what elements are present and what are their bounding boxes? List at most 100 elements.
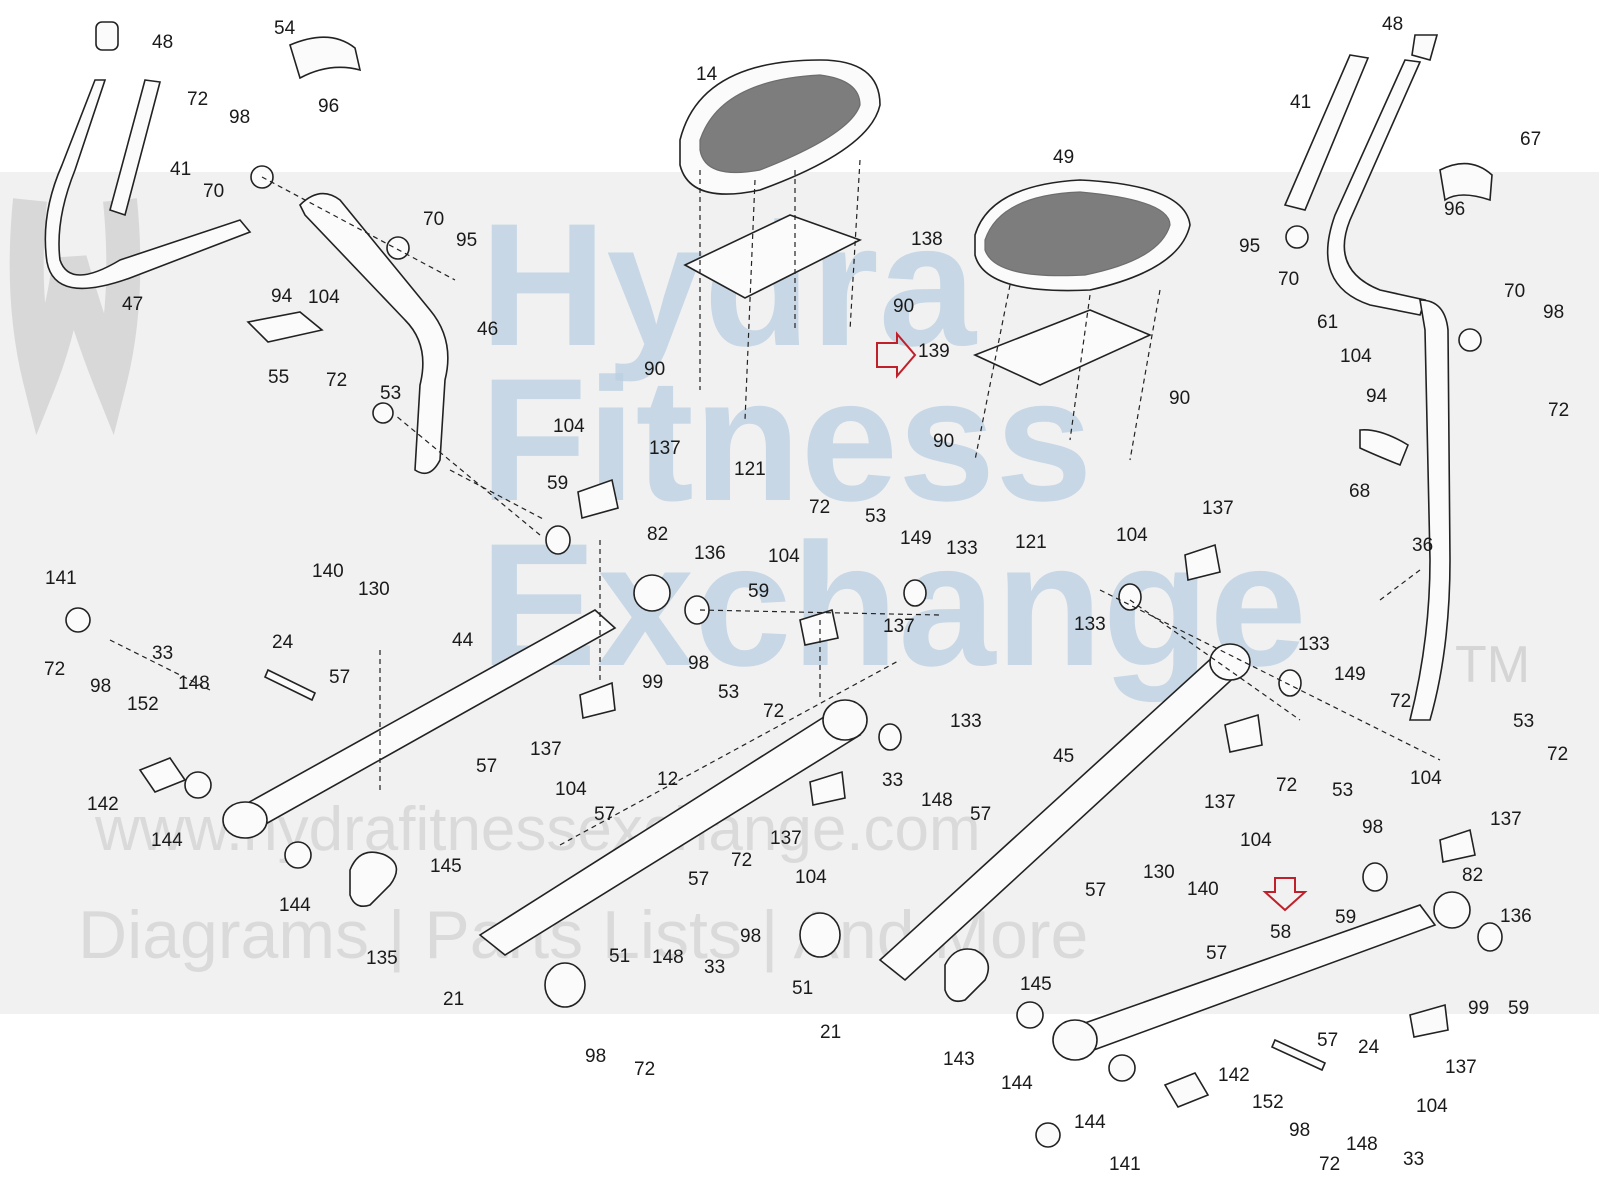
watermark-line-3: Exchange bbox=[480, 508, 1307, 703]
callout-label: 48 bbox=[152, 32, 173, 53]
callout-label: 70 bbox=[1504, 281, 1525, 302]
callout-label: 72 bbox=[1547, 744, 1568, 765]
callout-label: 51 bbox=[792, 978, 813, 999]
callout-label: 21 bbox=[443, 989, 464, 1010]
callout-label: 94 bbox=[271, 286, 293, 307]
cap-141-left bbox=[65, 607, 91, 633]
callout-label: 70 bbox=[1278, 269, 1299, 290]
callout-label: 59 bbox=[1508, 998, 1529, 1019]
callout-label: 98 bbox=[688, 653, 709, 674]
callout-label: 53 bbox=[1513, 711, 1534, 732]
callout-label: 72 bbox=[809, 497, 830, 518]
callout-label: 139 bbox=[918, 341, 950, 362]
crank-arm-58-end bbox=[1052, 1019, 1098, 1061]
callout-label: 98 bbox=[1289, 1120, 1310, 1141]
callout-label: 44 bbox=[452, 630, 474, 651]
callout-label: 98 bbox=[585, 1046, 606, 1067]
callout-label: 142 bbox=[87, 794, 119, 815]
callout-label: 49 bbox=[1053, 147, 1074, 168]
arrow-58-icon bbox=[1262, 877, 1308, 912]
callout-label: 57 bbox=[329, 667, 350, 688]
callout-label: 137 bbox=[1445, 1057, 1477, 1078]
gear-144-d bbox=[1108, 1054, 1136, 1082]
callout-label: 57 bbox=[476, 756, 497, 777]
callout-label: 94 bbox=[1366, 386, 1388, 407]
callout-label: 104 bbox=[795, 867, 827, 888]
watermark-trademark: TM bbox=[1455, 636, 1530, 694]
gear-144-a bbox=[184, 771, 212, 799]
callout-label: 137 bbox=[1204, 792, 1236, 813]
end-cap-142-right bbox=[1163, 1072, 1210, 1108]
callout-label: 33 bbox=[1403, 1149, 1424, 1170]
callout-label: 140 bbox=[312, 561, 344, 582]
callout-label: 104 bbox=[555, 779, 587, 800]
callout-label: 36 bbox=[1412, 535, 1433, 556]
callout-label: 130 bbox=[358, 579, 390, 600]
callout-label: 144 bbox=[279, 895, 311, 916]
callout-label: 57 bbox=[594, 804, 615, 825]
callout-label: 137 bbox=[1490, 809, 1522, 830]
callout-label: 70 bbox=[423, 209, 444, 230]
callout-label: 137 bbox=[883, 616, 915, 637]
callout-label: 133 bbox=[946, 538, 978, 559]
callout-label: 133 bbox=[950, 711, 982, 732]
pedal-49-tread bbox=[984, 191, 1171, 277]
callout-label: 104 bbox=[1340, 346, 1372, 367]
callout-label: 144 bbox=[1074, 1112, 1106, 1133]
callout-label: 148 bbox=[178, 673, 210, 694]
callout-label: 41 bbox=[170, 159, 191, 180]
callout-label: 96 bbox=[1444, 199, 1465, 220]
callout-label: 72 bbox=[187, 89, 208, 110]
callout-label: 58 bbox=[1270, 922, 1291, 943]
callout-label: 133 bbox=[1298, 634, 1330, 655]
axle-24-right bbox=[1270, 1038, 1327, 1072]
callout-label: 61 bbox=[1317, 312, 1338, 333]
callout-label: 98 bbox=[1362, 817, 1383, 838]
callout-label: 96 bbox=[318, 96, 339, 117]
callout-label: 95 bbox=[456, 230, 477, 251]
callout-label: 68 bbox=[1349, 481, 1370, 502]
callout-label: 72 bbox=[634, 1059, 655, 1080]
callout-label: 53 bbox=[718, 682, 739, 703]
callout-label: 149 bbox=[1334, 664, 1366, 685]
cover-68 bbox=[1359, 428, 1409, 467]
callout-label: 14 bbox=[696, 64, 718, 85]
crank-arm-12-end bbox=[822, 699, 868, 741]
cap-141-right bbox=[1035, 1122, 1061, 1148]
callout-label: 137 bbox=[649, 438, 681, 459]
callout-label: 104 bbox=[553, 416, 585, 437]
callout-label: 95 bbox=[1239, 236, 1260, 257]
callout-label: 45 bbox=[1053, 746, 1074, 767]
callout-label: 90 bbox=[1169, 388, 1190, 409]
callout-label: 137 bbox=[770, 828, 802, 849]
callout-label: 57 bbox=[1085, 880, 1106, 901]
callout-label: 137 bbox=[1202, 498, 1234, 519]
upper-handle-right bbox=[1326, 59, 1427, 316]
callout-label: 48 bbox=[1382, 14, 1403, 35]
callout-label: 55 bbox=[268, 367, 289, 388]
cover-137-g bbox=[1439, 828, 1476, 863]
callout-label: 99 bbox=[1468, 998, 1489, 1019]
callout-label: 72 bbox=[44, 659, 65, 680]
washer-70-mid bbox=[386, 236, 410, 260]
callout-label: 98 bbox=[740, 926, 761, 947]
washer-70-right bbox=[1458, 328, 1482, 352]
bracket-55 bbox=[246, 311, 324, 343]
cover-137-e bbox=[1184, 543, 1221, 581]
callout-label: 133 bbox=[1074, 614, 1106, 635]
crank-arm-44-end bbox=[222, 801, 268, 839]
callout-label: 72 bbox=[1390, 691, 1411, 712]
callout-label: 41 bbox=[1290, 92, 1311, 113]
handle-grip-right bbox=[1283, 54, 1370, 211]
callout-label: 144 bbox=[1001, 1073, 1033, 1094]
callout-label: 72 bbox=[1319, 1154, 1340, 1175]
callout-label: 90 bbox=[893, 296, 914, 317]
callout-label: 136 bbox=[1500, 906, 1532, 927]
callout-label: 104 bbox=[1416, 1096, 1448, 1117]
callout-label: 53 bbox=[1332, 780, 1353, 801]
callout-label: 72 bbox=[1548, 400, 1569, 421]
bearing-133-b bbox=[1118, 583, 1142, 611]
upper-handle-left bbox=[44, 79, 252, 290]
callout-label: 140 bbox=[1187, 879, 1219, 900]
